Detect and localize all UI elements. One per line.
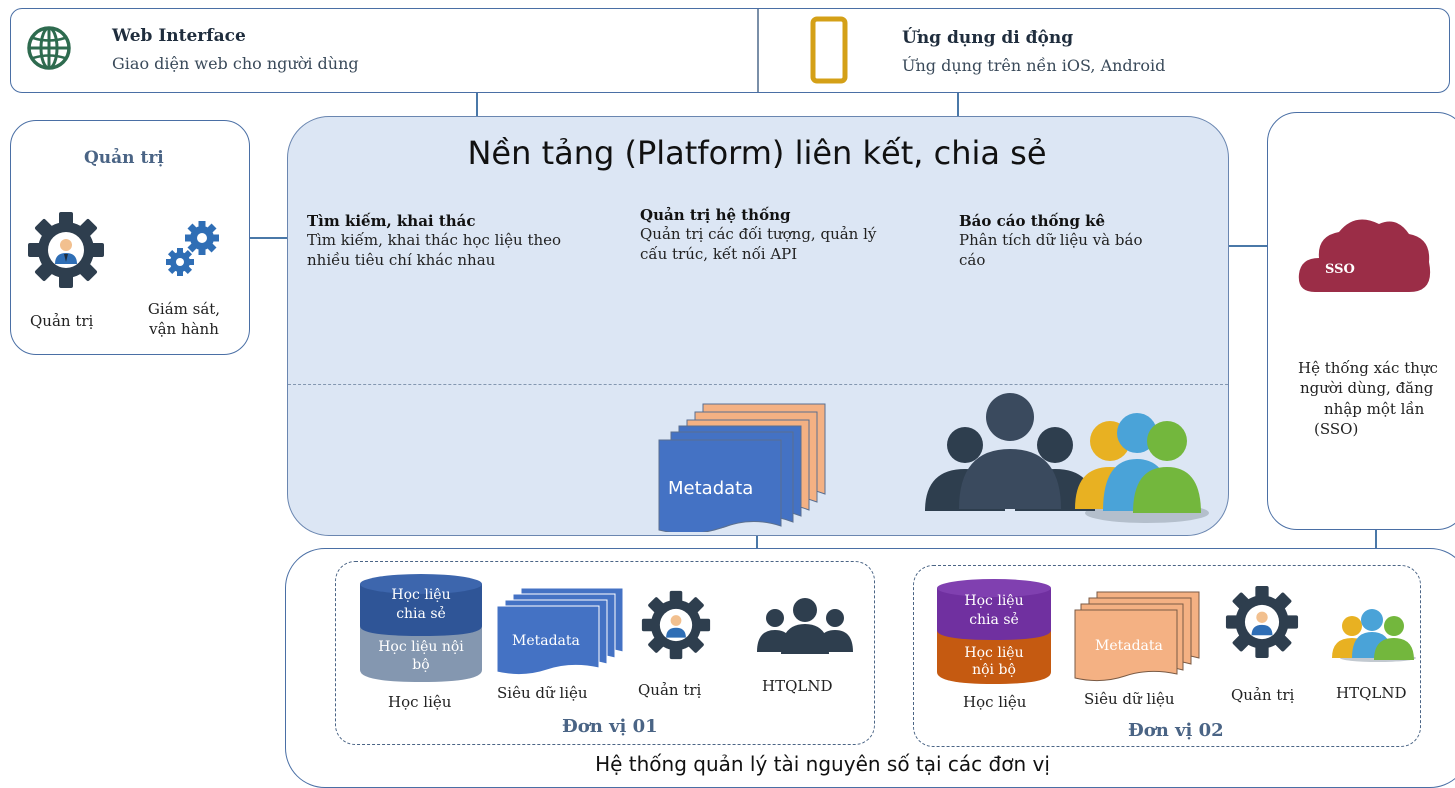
- unit-01-metadata-doc-label: Metadata: [512, 633, 580, 649]
- unit-02-metadata-label: Siêu dữ liệu: [1084, 690, 1175, 708]
- users-group-icon: [925, 385, 1215, 525]
- unit-01-users-label: HTQLND: [762, 677, 833, 695]
- feature-search-line1: Tìm kiếm, khai thác học liệu theo: [307, 231, 562, 249]
- unit-02-metadata-doc-label: Metadata: [1095, 638, 1163, 654]
- unit-02-box: [913, 565, 1421, 747]
- globe-icon: [26, 25, 72, 71]
- unit-02-database-icon: [935, 578, 1053, 686]
- unit-02-db-bottom-label: Học liệu nội bộ: [935, 645, 1053, 679]
- connector-platform-units: [756, 534, 758, 550]
- unit-02-db-label: Học liệu: [963, 693, 1027, 711]
- unit-02-db-bottom-line1: Học liệu: [964, 645, 1024, 661]
- monitor-label: Giám sát, vận hành: [134, 300, 234, 339]
- unit-01-db-top-line2: chia sẻ: [396, 605, 446, 622]
- unit-01-database-icon: [358, 572, 484, 686]
- sso-description: Hệ thống xác thực người dùng, đăng nhập …: [1288, 358, 1455, 439]
- unit-02-db-top-line2: chia sẻ: [969, 611, 1019, 628]
- feature-admin: Quản trị hệ thống Quản trị các đối tượng…: [640, 206, 940, 265]
- monitor-label-line2: vận hành: [149, 319, 219, 338]
- phone-icon: [810, 16, 848, 84]
- unit-02-metadata-icon: [1073, 590, 1201, 682]
- connector-web-platform: [476, 92, 478, 118]
- unit-01-db-bottom-label: Học liệu nội bộ: [358, 639, 484, 674]
- unit-02-admin-icon: [1225, 585, 1299, 659]
- unit-02-db-top-label: Học liệu chia sẻ: [935, 592, 1053, 630]
- unit-01-users-icon: [757, 596, 853, 656]
- sso-line1: Hệ thống xác thực: [1298, 359, 1438, 377]
- unit-01-box: [335, 561, 875, 745]
- unit-02-db-top-line1: Học liệu: [964, 593, 1024, 609]
- top-bar-divider: [757, 9, 759, 92]
- unit-02-users-icon: [1328, 604, 1418, 662]
- unit-01-db-top-line1: Học liệu: [391, 587, 451, 603]
- platform-title: Nền tảng (Platform) liên kết, chia sẻ: [467, 134, 1047, 172]
- sso-panel: [1267, 112, 1455, 530]
- connector-admin-platform: [250, 237, 288, 239]
- units-caption: Hệ thống quản lý tài nguyên số tại các đ…: [595, 752, 1050, 776]
- connector-mobile-platform: [957, 92, 959, 118]
- feature-report-line1: Phân tích dữ liệu và báo: [959, 231, 1143, 249]
- unit-01-metadata-label: Siêu dữ liệu: [497, 684, 588, 702]
- feature-admin-line2: cấu trúc, kết nối API: [640, 245, 798, 264]
- sso-line4: (SSO): [1314, 419, 1359, 438]
- feature-search-title: Tìm kiếm, khai thác: [307, 212, 476, 230]
- sso-cloud-icon: [1295, 212, 1435, 298]
- feature-search: Tìm kiếm, khai thác Tìm kiếm, khai thác …: [307, 212, 627, 271]
- sso-line3: nhập một lần: [1324, 399, 1425, 418]
- metadata-label: Metadata: [668, 478, 754, 499]
- mobile-title: Ứng dụng di động: [902, 28, 1074, 48]
- connector-sso-units: [1375, 529, 1377, 549]
- feature-admin-line1: Quản trị các đối tượng, quản lý: [640, 225, 877, 243]
- unit-02-db-bottom-line2: nội bộ: [972, 661, 1016, 678]
- unit-02-title: Đơn vị 02: [1128, 720, 1224, 741]
- unit-01-admin-label: Quản trị: [638, 681, 702, 699]
- admin-item-label: Quản trị: [30, 312, 94, 330]
- mobile-subtitle: Ứng dụng trên nền iOS, Android: [902, 56, 1166, 75]
- feature-report-title: Báo cáo thống kê: [959, 212, 1106, 230]
- unit-01-title: Đơn vị 01: [562, 716, 658, 737]
- unit-01-db-label: Học liệu: [388, 693, 452, 711]
- metadata-stack: [655, 402, 830, 534]
- unit-01-db-bottom-line1: Học liệu nội: [378, 639, 464, 655]
- feature-report-line2: cáo: [959, 251, 986, 270]
- sso-cloud-label: SSO: [1325, 262, 1355, 277]
- unit-01-db-bottom-line2: bộ: [412, 656, 430, 673]
- unit-01-admin-icon: [641, 590, 711, 660]
- feature-report: Báo cáo thống kê Phân tích dữ liệu và bá…: [959, 212, 1199, 271]
- unit-01-metadata-icon: [495, 586, 625, 676]
- web-subtitle: Giao diện web cho người dùng: [112, 54, 359, 73]
- unit-02-admin-label: Quản trị: [1231, 686, 1295, 704]
- sso-line2: người dùng, đăng: [1300, 379, 1434, 398]
- feature-admin-title: Quản trị hệ thống: [640, 206, 791, 224]
- gears-icon: [162, 218, 224, 280]
- monitor-label-line1: Giám sát,: [147, 300, 221, 318]
- connector-platform-sso: [1228, 245, 1270, 247]
- platform-divider: [288, 384, 1228, 385]
- feature-search-line2: nhiều tiêu chí khác nhau: [307, 251, 496, 270]
- admin-panel-title: Quản trị: [84, 148, 164, 168]
- unit-01-db-top-label: Học liệu chia sẻ: [358, 586, 484, 624]
- web-title: Web Interface: [112, 26, 246, 46]
- unit-02-users-label: HTQLND: [1336, 684, 1407, 702]
- admin-gear-icon: [27, 211, 105, 289]
- top-bar: [10, 8, 1450, 93]
